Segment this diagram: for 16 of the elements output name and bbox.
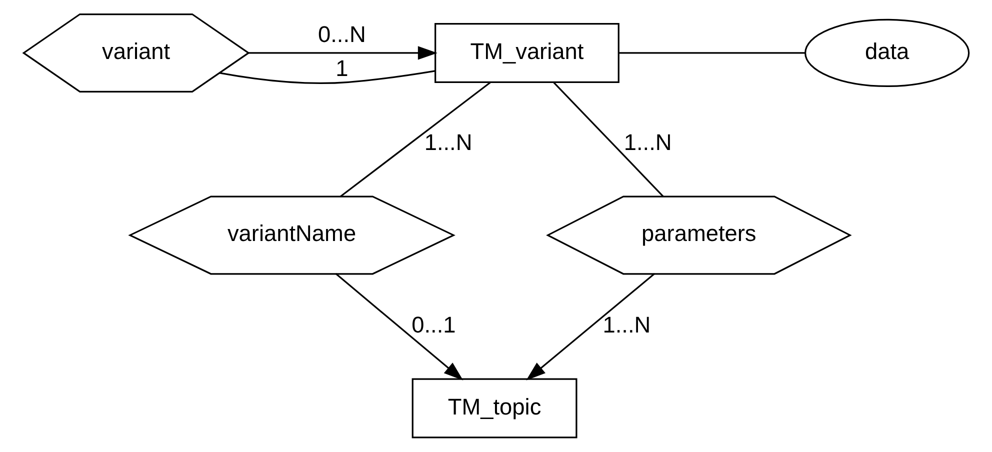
connector bbox=[340, 82, 492, 198]
edge-label: 1...N bbox=[624, 129, 672, 156]
arrow bbox=[526, 273, 656, 380]
edge-label: 0...N bbox=[318, 20, 366, 47]
edge-label: 0...1 bbox=[412, 311, 456, 338]
edge-label: 1...N bbox=[424, 129, 472, 156]
connector bbox=[553, 82, 664, 198]
node-box: TM_topic bbox=[412, 378, 578, 438]
arrow bbox=[248, 46, 438, 60]
connector bbox=[619, 52, 806, 54]
edge-label: 1...N bbox=[602, 311, 651, 338]
edge-label: 1 bbox=[336, 54, 348, 81]
node-ellipse: data bbox=[804, 18, 970, 88]
node-box: TM_variant bbox=[434, 22, 620, 83]
arrow bbox=[335, 273, 464, 380]
connector bbox=[219, 70, 436, 84]
